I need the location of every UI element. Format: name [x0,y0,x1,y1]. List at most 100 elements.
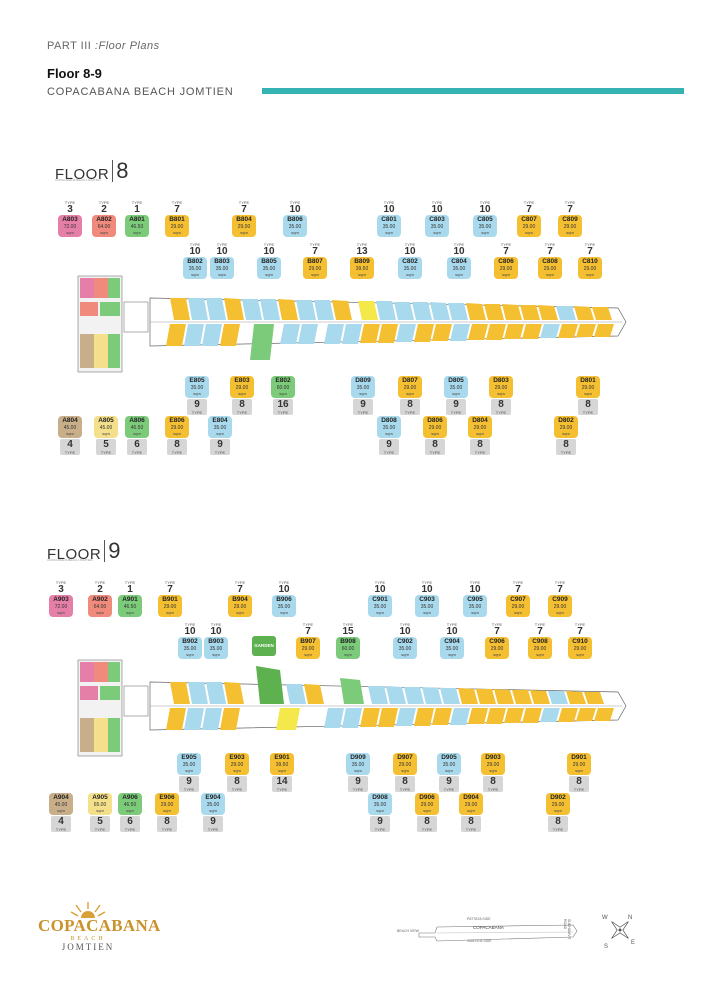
unit-area: 29.00 [230,762,244,768]
unit-area-unit: sqm [423,610,431,615]
unit-area: 29.00 [170,425,184,431]
unit-type-number: 8 [477,439,483,450]
unit-type-number: 10 [216,246,228,257]
unit-type-number: 10 [421,584,433,595]
unit-type-caption: TYPE [512,580,524,585]
unit-name: A902 [92,596,108,603]
unit-area: 29.00 [473,425,487,431]
unit-type-caption: TYPE [534,622,546,627]
unit-area: 29.00 [237,224,251,230]
unit-area-unit: sqm [236,610,244,615]
logo-line-3: JOMTIEN [61,942,115,952]
unit-type-caption: TYPE [383,450,395,455]
unit-area: 29.00 [233,604,247,610]
unit-name: C803 [429,216,445,223]
unit-type-caption: TYPE [431,200,443,205]
unit-area-unit: sqm [502,272,510,277]
unit-type-number: 7 [587,246,593,257]
unit-area: 29.00 [499,266,513,272]
unit-type-caption: TYPE [276,787,288,792]
unit-type-number: 9 [453,399,459,410]
unit-area: 64.00 [93,604,107,610]
unit-area: 35.00 [403,266,417,272]
unit-type-number: 8 [498,399,504,410]
unit-name: C908 [532,638,548,645]
unit-area-unit: sqm [401,652,409,657]
unit-type-number: 4 [58,816,64,827]
unit-type-caption: TYPE [94,580,106,585]
unit-type-number: 10 [184,626,196,637]
unit-type-caption: TYPE [231,787,243,792]
unit-type-caption: TYPE [399,787,411,792]
unit-area-unit: sqm [193,391,201,396]
unit-area: 46.50 [123,604,137,610]
unit-area-unit: sqm [359,391,367,396]
unit-type-caption: TYPE [495,410,507,415]
unit-type-caption: TYPE [443,787,455,792]
unit-type-caption: TYPE [131,200,143,205]
unit-area-unit: sqm [133,431,141,436]
unit-type-caption: TYPE [55,580,67,585]
unit-area-unit: sqm [209,808,217,813]
pattaya-side-label: PATTAYA SIDE [467,917,491,921]
unit-name: B906 [276,596,292,603]
unit-area-unit: sqm [186,652,194,657]
unit-name: D807 [402,377,418,384]
unit-type-caption: TYPE [277,410,289,415]
divider [112,160,114,182]
unit-name: D804 [472,417,488,424]
unit-area-unit: sqm [376,808,384,813]
unit-area-unit: sqm [279,391,287,396]
unit-type-number: 4 [67,439,73,450]
unit-type-number: 6 [134,439,140,450]
unit-area-unit: sqm [481,230,489,235]
unit-area-unit: sqm [445,768,453,773]
unit-name: B809 [354,258,370,265]
unit-type-number: 7 [237,584,243,595]
unit-area: 60.00 [276,385,290,391]
unit-type-caption: TYPE [523,200,535,205]
unit-name: C907 [510,596,526,603]
unit-type-number: 7 [305,626,311,637]
unit-name: E806 [169,417,185,424]
divider [104,540,106,562]
unit-area-unit: sqm [452,391,460,396]
